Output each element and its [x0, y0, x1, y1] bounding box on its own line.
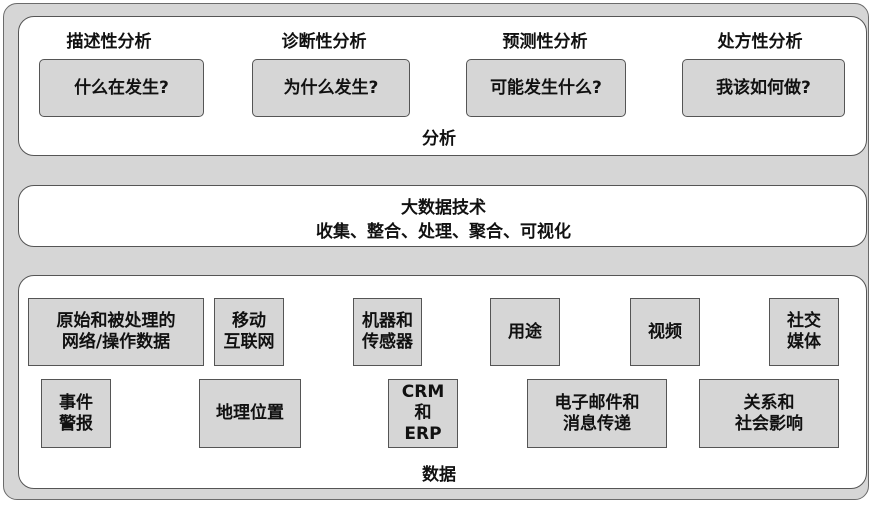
data-layer: 原始和被处理的 网络/操作数据 移动 互联网 机器和 传感器 用途 视频 社交 … [18, 275, 867, 489]
data-source-social-media: 社交 媒体 [769, 298, 839, 366]
technology-layer: 大数据技术 收集、整合、处理、聚合、可视化 [18, 185, 867, 247]
descriptive-analysis-box: 什么在发生? [39, 59, 204, 117]
data-source-machines-sensors: 机器和 传感器 [353, 298, 422, 366]
data-source-video: 视频 [630, 298, 700, 366]
data-source-label: 地理位置 [216, 403, 284, 423]
analysis-layer: 描述性分析 什么在发生? 诊断性分析 为什么发生? 预测性分析 可能发生什么? … [18, 16, 867, 156]
data-source-network-operations: 原始和被处理的 网络/操作数据 [28, 298, 204, 366]
data-source-mobile-internet: 移动 互联网 [214, 298, 284, 366]
predictive-analysis-box: 可能发生什么? [466, 59, 626, 117]
data-source-crm-erp: CRM 和 ERP [388, 379, 458, 448]
data-source-geolocation: 地理位置 [199, 379, 301, 448]
descriptive-analysis-question: 什么在发生? [74, 77, 169, 98]
prescriptive-analysis-heading: 处方性分析 [717, 32, 803, 52]
data-source-email-messaging: 电子邮件和 消息传递 [527, 379, 667, 448]
data-source-label: 电子邮件和 消息传递 [554, 392, 640, 434]
analysis-caption: 分析 [422, 129, 456, 149]
prescriptive-analysis-question: 我该如何做? [716, 77, 811, 98]
technology-subtitle: 收集、整合、处理、聚合、可视化 [316, 222, 571, 242]
data-source-relationships-social-influence: 关系和 社会影响 [699, 379, 839, 448]
data-source-label: 事件 警报 [59, 392, 93, 434]
data-caption: 数据 [422, 465, 456, 485]
data-source-label: 移动 互联网 [223, 311, 275, 352]
diagnostic-analysis-box: 为什么发生? [252, 59, 410, 117]
data-source-label: 机器和 传感器 [362, 311, 413, 352]
big-data-framework-diagram: 描述性分析 什么在发生? 诊断性分析 为什么发生? 预测性分析 可能发生什么? … [3, 3, 869, 500]
descriptive-analysis-heading: 描述性分析 [66, 32, 152, 52]
diagnostic-analysis-question: 为什么发生? [283, 77, 379, 98]
data-source-label: 社交 媒体 [787, 311, 821, 352]
data-source-usage: 用途 [490, 298, 560, 366]
technology-title: 大数据技术 [401, 198, 486, 218]
diagnostic-analysis-heading: 诊断性分析 [281, 32, 367, 52]
prescriptive-analysis-box: 我该如何做? [682, 59, 845, 117]
data-source-label: 视频 [648, 321, 682, 342]
data-source-label: 用途 [508, 321, 542, 342]
predictive-analysis-heading: 预测性分析 [502, 32, 588, 52]
data-source-event-alerts: 事件 警报 [41, 379, 111, 448]
data-source-label: CRM 和 ERP [401, 382, 445, 444]
data-source-label: 原始和被处理的 网络/操作数据 [56, 311, 176, 352]
data-source-label: 关系和 社会影响 [735, 392, 803, 434]
predictive-analysis-question: 可能发生什么? [490, 77, 602, 98]
